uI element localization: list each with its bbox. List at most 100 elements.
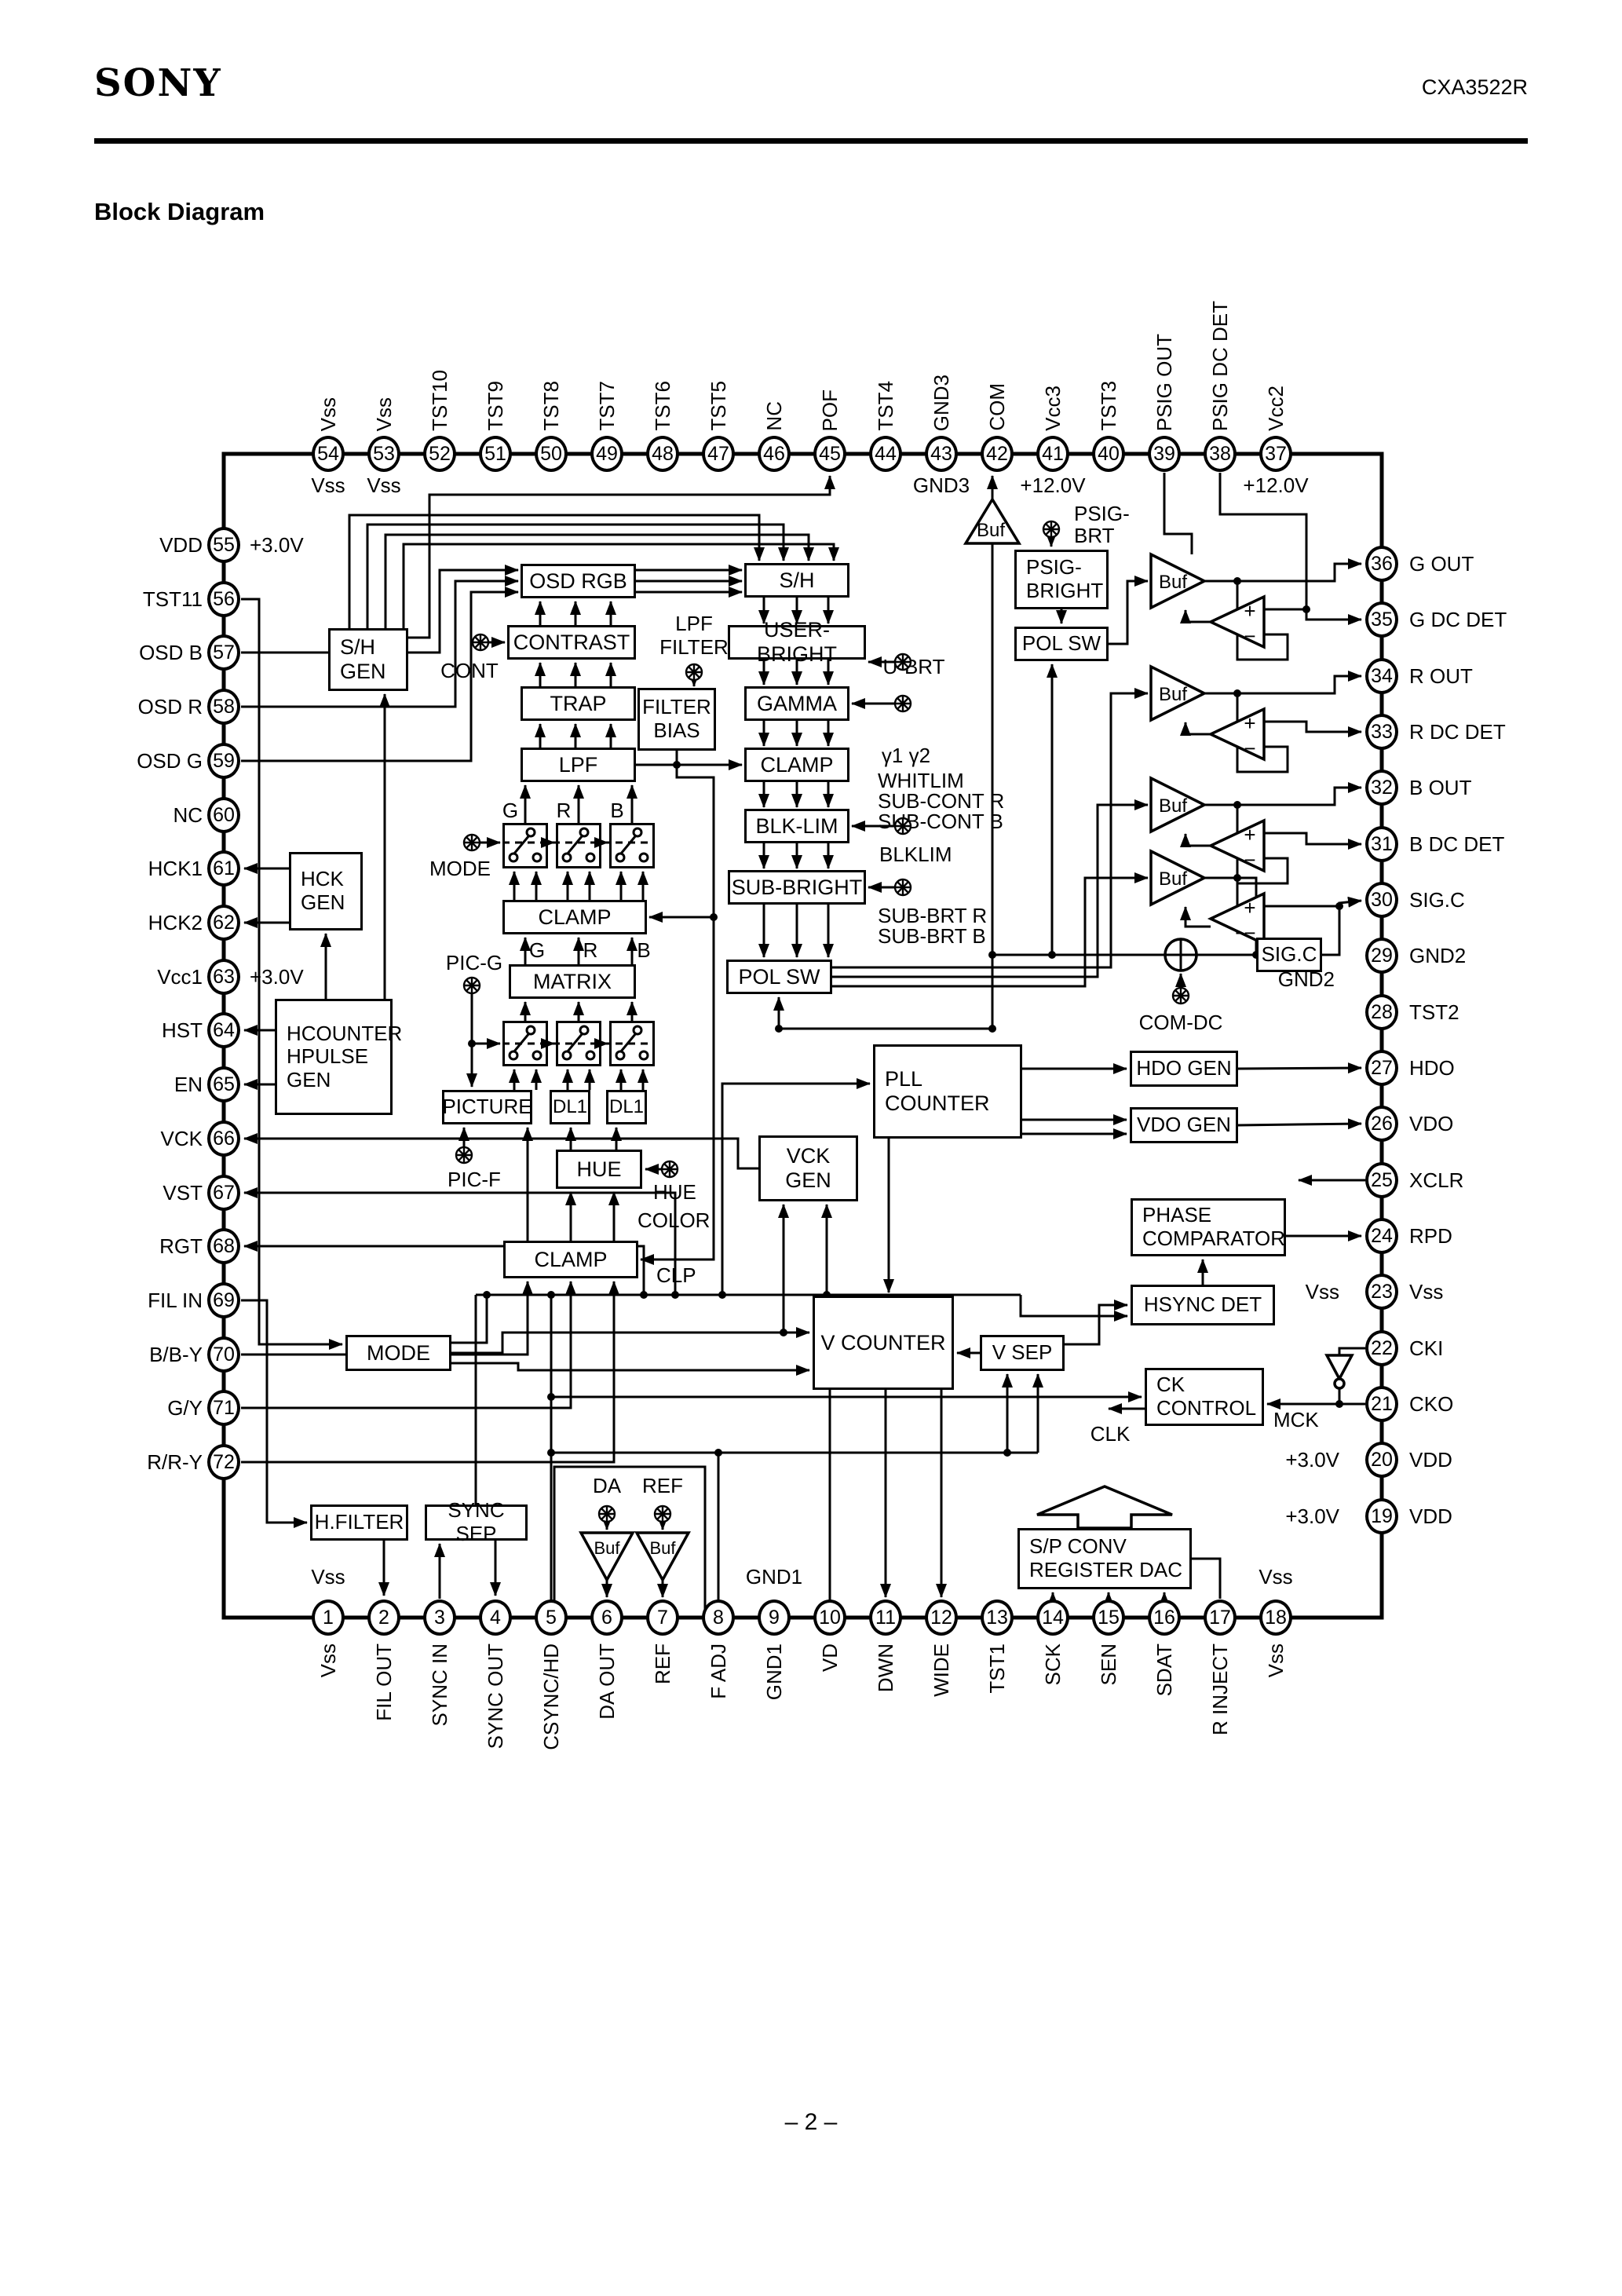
block-lpf: LPF [521,748,636,782]
label-buf-ref: Buf [649,1538,676,1558]
pin-62: 62 [207,905,240,941]
pin-7-label: REF [650,1643,674,1684]
pin-49: 49 [590,436,623,472]
pot-pic-g-icon [462,976,481,999]
block-h-filter: H.FILTER [310,1504,408,1541]
label-plus-1: + [1244,599,1256,623]
pin-41-label: Vcc3 [1040,386,1065,431]
label-minus-2: − [1244,737,1256,760]
pin-40: 40 [1092,436,1125,472]
b-buffer-triangle [1149,776,1207,834]
label-ref: REF [642,1474,683,1497]
pin-53: 53 [367,436,400,472]
pin-59: 59 [207,743,240,779]
header-rule [94,138,1528,144]
pin-65: 65 [207,1066,240,1102]
label-12v-vcc2: +12.0V [1243,473,1309,497]
pin-38: 38 [1204,436,1237,472]
block-pol-sw-1: POL SW [726,960,832,994]
pin-58: 58 [207,689,240,725]
pin-59-label: OSD G [137,749,203,773]
pin-19-label: VDD [1409,1504,1452,1528]
pin-1: 1 [312,1600,345,1636]
pin-55: 55 [207,527,240,563]
pin-62-label: HCK2 [148,911,203,934]
label-buf-com: Buf [976,520,1006,541]
label-color: COLOR [637,1208,711,1232]
pin-43-label: GND3 [929,374,953,431]
pot-blklim-icon [893,817,912,839]
pin-13-label: TST1 [985,1643,1009,1694]
label-3v-vdd55: +3.0V [250,533,304,557]
pin-17-label: R INJECT [1207,1643,1232,1735]
pin-46: 46 [758,436,791,472]
pot-com-dc-icon [1171,986,1190,1009]
block-matrix: MATRIX [509,964,636,999]
pin-10-label: VD [817,1643,842,1673]
label-hue: HUE [653,1180,696,1204]
label-sub-cont-r: SUB-CONT R [878,789,1005,813]
pin-28: 28 [1365,994,1398,1030]
label-minus-4: − [1244,921,1256,945]
pin-14-label: SCK [1040,1643,1065,1686]
label-lpf-txt: LPF [675,612,713,635]
block-dl1-a: DL1 [550,1090,590,1124]
block-clamp-1: CLAMP [744,748,849,782]
block-picture: PICTURE [442,1090,532,1124]
label-plus-2: + [1244,711,1256,735]
block-sub-bright: SUB-BRIGHT [728,870,866,905]
label-plus-4: + [1244,896,1256,919]
pin-45-label: POF [817,389,842,431]
label-clk: CLK [1090,1422,1131,1446]
pin-6: 6 [590,1600,623,1636]
pin-65-label: EN [174,1073,203,1096]
pot-sub-brt-icon [893,878,912,901]
pin-61-label: HCK1 [148,857,203,880]
label-minus-1: − [1244,624,1256,648]
pin-7: 7 [646,1600,679,1636]
pin-9-label: GND1 [762,1643,786,1701]
pin-3-label: SYNC IN [427,1643,451,1727]
label-u-brt: U-BRT [882,655,945,678]
pin-54-label: Vss [316,397,340,431]
pin-30: 30 [1365,882,1398,918]
label-clp: CLP [656,1263,696,1287]
pin-63: 63 [207,959,240,995]
pin-17: 17 [1204,1600,1237,1636]
pin-60: 60 [207,797,240,833]
block-clamp-3: CLAMP [503,1241,638,1278]
pin-57: 57 [207,634,240,671]
pin-10: 10 [813,1600,846,1636]
pin-8: 8 [702,1600,735,1636]
pin-70-label: B/B-Y [149,1343,203,1366]
pin-11-label: DWN [873,1643,897,1693]
pin-36-label: G OUT [1409,552,1474,576]
pot-gamma-icon [893,694,912,717]
g-detect-opamp [1207,594,1266,649]
label-3v-19: +3.0V [1285,1504,1339,1528]
pin-38-label: PSIG DC DET [1207,300,1232,431]
pin-5-label: CSYNC/HD [539,1643,563,1750]
pin-55-label: VDD [159,533,203,557]
block-user-bright: USER-BRIGHT [728,618,866,666]
pin-21: 21 [1365,1386,1398,1422]
pot-u-brt-icon [893,653,912,675]
label-filter-txt: FILTER [659,635,729,659]
pot-pic-f-icon [455,1146,473,1168]
pin-37: 37 [1259,436,1292,472]
pin-56-label: TST11 [142,587,203,611]
label-buf-da: Buf [594,1538,620,1558]
pin-6-label: DA OUT [594,1643,619,1720]
pin-67-label: VST [163,1181,203,1205]
pin-26: 26 [1365,1106,1398,1142]
label-mode: MODE [429,857,491,880]
r-buffer-triangle [1149,664,1207,722]
pin-61: 61 [207,850,240,887]
pin-16-label: SDAT [1152,1643,1176,1697]
pin-69-label: FIL IN [148,1289,203,1312]
label-r-mid: R [583,938,598,962]
